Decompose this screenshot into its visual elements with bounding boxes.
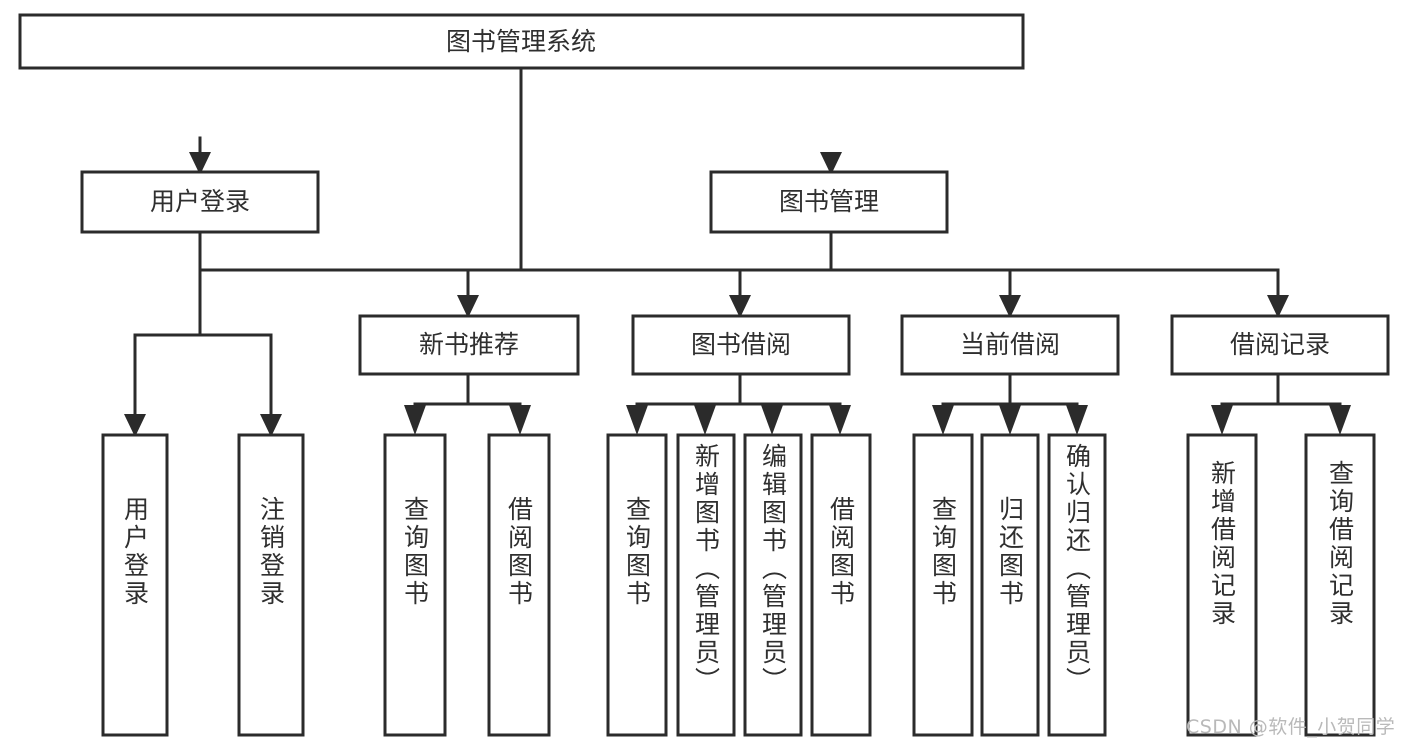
leaf-box-user-login[interactable] xyxy=(101,433,169,737)
leaf-box-add-book-admin[interactable] xyxy=(676,433,736,737)
arrowhead-current-c1 xyxy=(932,405,954,435)
node-root-box xyxy=(18,13,1025,70)
node-user-login[interactable]: 用户登录 xyxy=(80,170,320,234)
arrowhead-borrow-c2 xyxy=(694,405,716,435)
node-book-management-box xyxy=(709,170,949,234)
node-root[interactable]: 图书管理系统 xyxy=(18,13,1025,70)
node-current-borrow-label: 当前借阅 xyxy=(960,330,1060,359)
node-user-login-label: 用户登录 xyxy=(150,187,250,216)
arrowhead-borrow-c1 xyxy=(626,405,648,435)
arrowhead-current-c2 xyxy=(999,405,1021,435)
node-new-book-recommend-box xyxy=(358,314,580,376)
leaf-box-confirm-return-admin[interactable] xyxy=(1047,433,1107,737)
node-new-book-recommend[interactable]: 新书推荐 xyxy=(358,314,580,376)
arrowhead-record-c2 xyxy=(1329,405,1351,435)
arrowhead-record-c1 xyxy=(1211,405,1233,435)
node-borrow-record-label: 借阅记录 xyxy=(1230,330,1330,359)
arrowhead-root-to-login xyxy=(189,152,211,175)
arrowhead-login-child2 xyxy=(260,414,282,437)
arrowhead-newbook-c1 xyxy=(404,405,426,435)
leaf-box-query-borrow-record[interactable] xyxy=(1304,433,1376,737)
node-borrow-record-box xyxy=(1170,314,1390,376)
csdn-watermark: CSDN @软件_小贺同学 xyxy=(1186,716,1396,738)
node-book-borrow-label: 图书借阅 xyxy=(691,330,791,359)
arrowhead-bookmgmt-c1 xyxy=(457,295,479,318)
arrowhead-root-to-bookmgmt xyxy=(820,152,842,175)
arrowhead-bookmgmt-c4 xyxy=(1267,295,1289,318)
node-borrow-record[interactable]: 借阅记录 xyxy=(1170,314,1390,376)
node-current-borrow[interactable]: 当前借阅 xyxy=(900,314,1120,376)
arrowhead-bookmgmt-c2 xyxy=(729,295,751,318)
leaf-box-add-borrow-record[interactable] xyxy=(1186,433,1258,737)
node-book-borrow[interactable]: 图书借阅 xyxy=(631,314,851,376)
arrowhead-borrow-c3 xyxy=(761,405,783,435)
node-book-borrow-box xyxy=(631,314,851,376)
arrowhead-bookmgmt-c3 xyxy=(999,295,1021,318)
leaf-box-edit-book-admin[interactable] xyxy=(743,433,803,737)
arrowhead-borrow-c4 xyxy=(829,405,851,435)
leaf-box-query-book-1[interactable] xyxy=(383,433,447,737)
leaf-box-query-book-2[interactable] xyxy=(606,433,668,737)
leaf-box-return-book[interactable] xyxy=(980,433,1040,737)
arrowhead-newbook-c2 xyxy=(509,405,531,435)
node-book-management-label: 图书管理 xyxy=(779,187,879,216)
leaf-box-borrow-book-2[interactable] xyxy=(810,433,872,737)
leaf-box-logout[interactable] xyxy=(237,433,305,737)
arrowhead-login-child1 xyxy=(124,414,146,437)
node-user-login-box xyxy=(80,170,320,234)
node-current-borrow-box xyxy=(900,314,1120,376)
leaf-box-query-book-3[interactable] xyxy=(912,433,974,737)
node-root-label: 图书管理系统 xyxy=(446,27,596,56)
leaf-box-borrow-book-1[interactable] xyxy=(487,433,551,737)
node-new-book-recommend-label: 新书推荐 xyxy=(419,330,519,359)
arrowhead-current-c3 xyxy=(1066,405,1088,435)
node-book-management[interactable]: 图书管理 xyxy=(709,170,949,234)
